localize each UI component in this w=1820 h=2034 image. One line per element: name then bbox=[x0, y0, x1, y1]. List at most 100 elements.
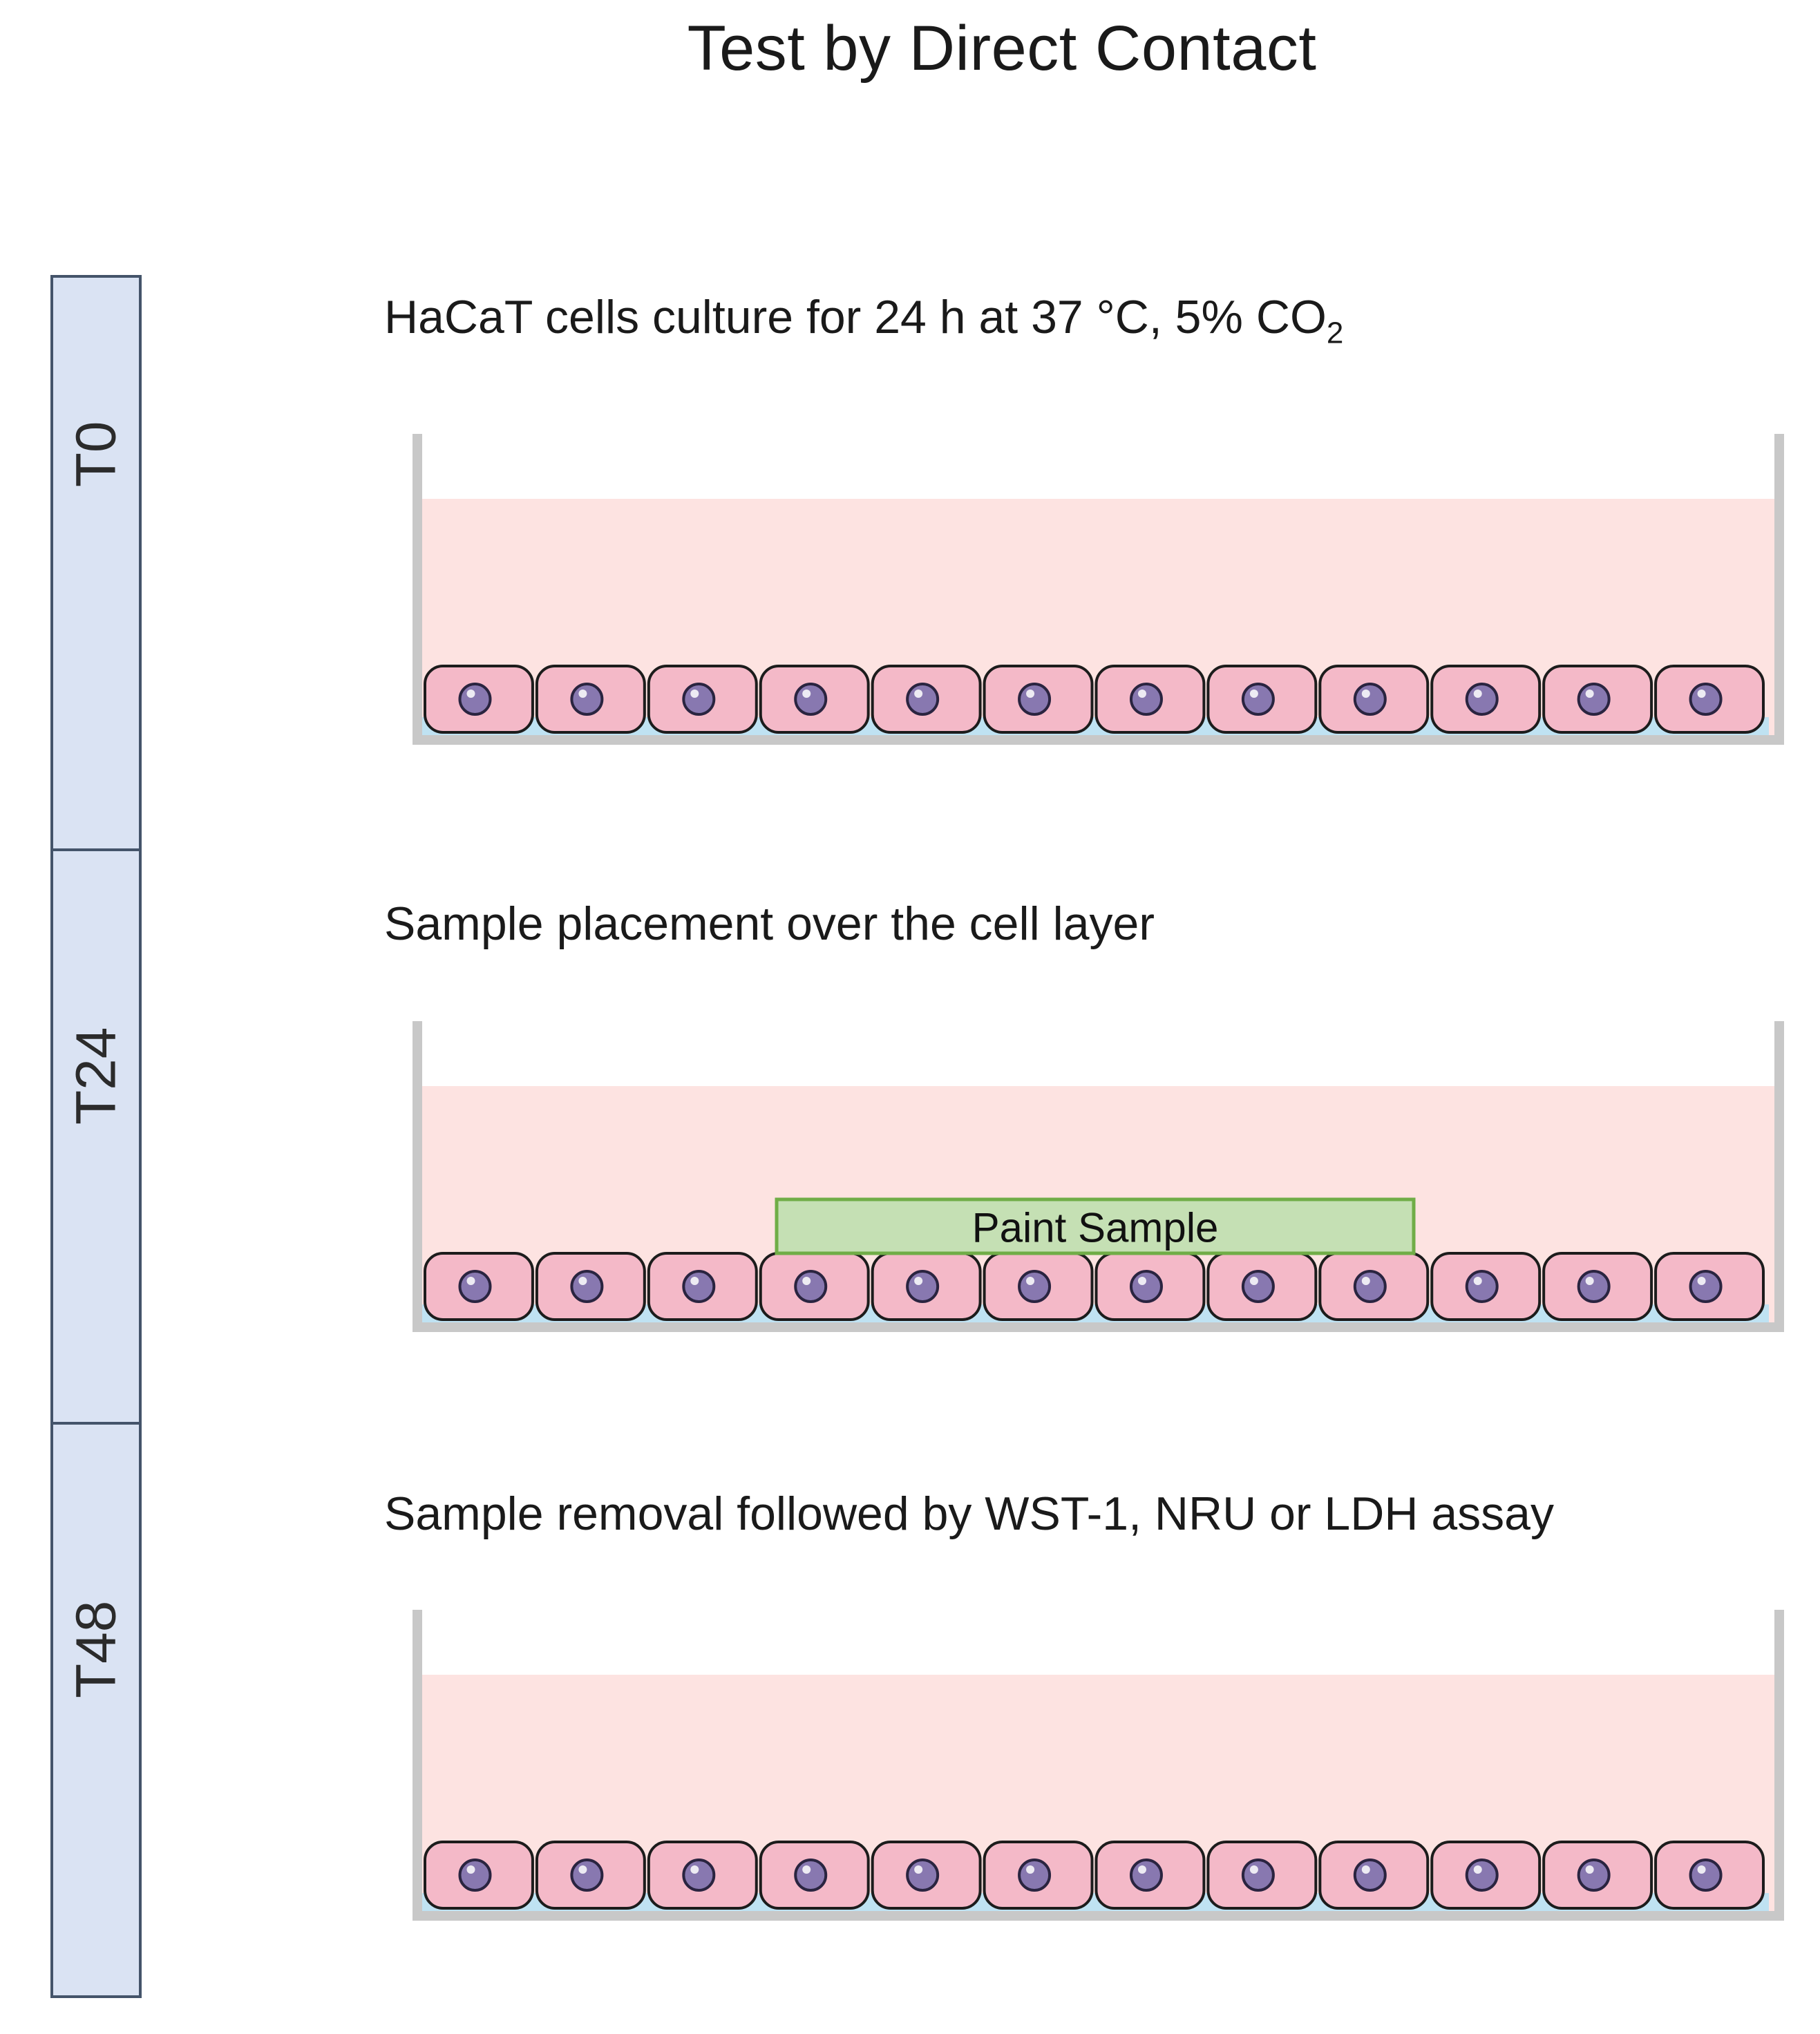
timeline-label: T48 bbox=[65, 1601, 128, 1698]
paint-sample-box bbox=[775, 1197, 1416, 1255]
well-left-wall bbox=[413, 1610, 422, 1921]
cell-nucleus bbox=[458, 1859, 492, 1892]
cell-nucleus bbox=[570, 1270, 604, 1303]
well-left-wall bbox=[413, 434, 422, 745]
cell-nucleus bbox=[1018, 1270, 1052, 1303]
nucleus-highlight bbox=[578, 1277, 587, 1285]
nucleus-highlight bbox=[1697, 690, 1706, 698]
cell-nucleus bbox=[682, 1270, 716, 1303]
nucleus-highlight bbox=[1137, 1865, 1146, 1874]
cell bbox=[535, 665, 646, 734]
paint-sample-label: Paint Sample bbox=[972, 1205, 1219, 1251]
nucleus-highlight bbox=[466, 1865, 475, 1874]
cell bbox=[1206, 1841, 1318, 1910]
cell bbox=[1430, 1252, 1542, 1321]
cell-nucleus bbox=[1465, 1270, 1499, 1303]
nucleus-highlight bbox=[1026, 690, 1035, 698]
cell-nucleus bbox=[1689, 1859, 1723, 1892]
well-bottom bbox=[413, 1322, 1784, 1332]
cell bbox=[871, 1841, 982, 1910]
nucleus-highlight bbox=[1361, 690, 1370, 698]
nucleus-highlight bbox=[578, 1865, 587, 1874]
nucleus-highlight bbox=[1473, 1277, 1482, 1285]
cell bbox=[1430, 1841, 1542, 1910]
cell bbox=[983, 665, 1094, 734]
cell-nucleus bbox=[1689, 1270, 1723, 1303]
step-caption-t0: HaCaT cells culture for 24 h at 37 °C, 5… bbox=[384, 291, 1344, 350]
cell bbox=[647, 665, 758, 734]
cell bbox=[759, 665, 870, 734]
cell bbox=[1206, 665, 1318, 734]
nucleus-highlight bbox=[1361, 1865, 1370, 1874]
cell-nucleus bbox=[1018, 683, 1052, 716]
cell-nucleus bbox=[570, 683, 604, 716]
cell-nucleus bbox=[1689, 683, 1723, 716]
cell bbox=[424, 665, 534, 734]
cell bbox=[1430, 665, 1542, 734]
cell-nucleus bbox=[1353, 683, 1387, 716]
well-right-wall bbox=[1774, 1610, 1784, 1921]
cell-nucleus bbox=[794, 1859, 828, 1892]
cell bbox=[1654, 665, 1765, 734]
timeline-segment-t0: T0 bbox=[50, 275, 142, 851]
cell-nucleus bbox=[1353, 1270, 1387, 1303]
nucleus-highlight bbox=[914, 1865, 923, 1874]
nucleus-highlight bbox=[690, 1865, 699, 1874]
cell-nucleus bbox=[1577, 1270, 1611, 1303]
cell-nucleus bbox=[1353, 1859, 1387, 1892]
cell bbox=[1318, 665, 1430, 734]
culture-well-3 bbox=[413, 1610, 1784, 1921]
cell bbox=[424, 1841, 534, 1910]
well-bottom bbox=[413, 735, 1784, 745]
cell-nucleus bbox=[1018, 1859, 1052, 1892]
cell-nucleus bbox=[1577, 683, 1611, 716]
cell bbox=[983, 1252, 1094, 1321]
nucleus-highlight bbox=[914, 690, 923, 698]
cell bbox=[535, 1841, 646, 1910]
cell bbox=[1094, 1252, 1206, 1321]
nucleus-highlight bbox=[1137, 1277, 1146, 1285]
nucleus-highlight bbox=[1137, 690, 1146, 698]
nucleus-highlight bbox=[1361, 1277, 1370, 1285]
nucleus-highlight bbox=[1585, 690, 1594, 698]
cell-nucleus bbox=[458, 683, 492, 716]
cell bbox=[1542, 1841, 1653, 1910]
cell bbox=[424, 1252, 534, 1321]
cell-nucleus bbox=[906, 1270, 940, 1303]
cell bbox=[1654, 1252, 1765, 1321]
cell-nucleus bbox=[1577, 1859, 1611, 1892]
cell-nucleus bbox=[1129, 1859, 1163, 1892]
cell bbox=[1206, 1252, 1318, 1321]
well-left-wall bbox=[413, 1021, 422, 1332]
culture-well-1 bbox=[413, 434, 1784, 745]
cell-nucleus bbox=[794, 1270, 828, 1303]
nucleus-highlight bbox=[1585, 1865, 1594, 1874]
cell bbox=[1094, 1841, 1206, 1910]
cell-nucleus bbox=[1129, 1270, 1163, 1303]
culture-well-2: Paint Sample bbox=[413, 1021, 1784, 1332]
nucleus-highlight bbox=[1249, 690, 1258, 698]
page-title: Test by Direct Contact bbox=[687, 13, 1317, 84]
paint-sample: Paint Sample bbox=[775, 1197, 1416, 1255]
well-bottom bbox=[413, 1911, 1784, 1921]
nucleus-highlight bbox=[1585, 1277, 1594, 1285]
nucleus-highlight bbox=[802, 1865, 811, 1874]
cell-nucleus bbox=[1241, 683, 1275, 716]
cell bbox=[1094, 665, 1206, 734]
cell bbox=[983, 1841, 1094, 1910]
cell-nucleus bbox=[1465, 683, 1499, 716]
cell-nucleus bbox=[1465, 1859, 1499, 1892]
nucleus-highlight bbox=[1249, 1865, 1258, 1874]
nucleus-highlight bbox=[1697, 1277, 1706, 1285]
nucleus-highlight bbox=[1473, 1865, 1482, 1874]
cell bbox=[871, 665, 982, 734]
nucleus-highlight bbox=[914, 1277, 923, 1285]
timeline-segment-t48: T48 bbox=[50, 1422, 142, 1998]
cell-nucleus bbox=[1129, 683, 1163, 716]
timeline-segment-box bbox=[50, 848, 142, 1425]
cell bbox=[1542, 665, 1653, 734]
nucleus-highlight bbox=[1026, 1277, 1035, 1285]
cell-nucleus bbox=[906, 683, 940, 716]
